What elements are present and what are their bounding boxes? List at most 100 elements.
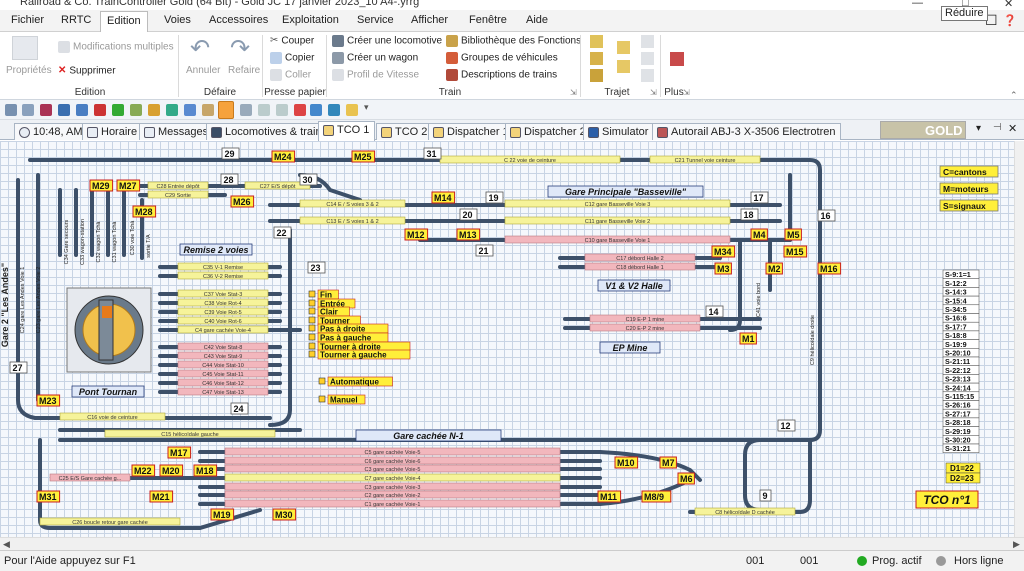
signal-number[interactable]: 17: [750, 191, 769, 204]
tab-autorail[interactable]: Autorail ABJ-3 X-3506 Electrotren: [652, 123, 842, 140]
menu-service[interactable]: Service: [357, 14, 394, 26]
scroll-right-icon[interactable]: ▶: [1013, 539, 1020, 549]
block-pink[interactable]: C2 gare cachée Voie-2: [224, 490, 561, 499]
tab-tco2[interactable]: TCO 2: [376, 123, 434, 140]
turnout-marker[interactable]: M5: [784, 228, 802, 241]
toolbar-icon[interactable]: [276, 104, 288, 116]
block-pink[interactable]: C17 débord Halle 2: [584, 253, 696, 262]
toolbar-icon[interactable]: [240, 104, 252, 116]
turnout-marker[interactable]: M8/9: [641, 490, 672, 503]
turnout-marker[interactable]: M28: [132, 205, 157, 218]
block-pink[interactable]: C46 Voie Stat-12: [177, 378, 269, 387]
copier-button[interactable]: Copier: [270, 52, 314, 64]
block-yellow[interactable]: C12 gare Basseville Voie 3: [504, 199, 731, 208]
tab-locomotives[interactable]: Locomotives & trains: [206, 123, 334, 140]
block-pink[interactable]: C47 Voie Stat-13: [177, 387, 269, 396]
block-yellow[interactable]: C27 E/S dépôt: [244, 181, 311, 190]
block-yellow[interactable]: C38 Voie Rot-4: [177, 298, 269, 307]
scroll-left-icon[interactable]: ◀: [3, 539, 10, 549]
stop-icon[interactable]: [294, 104, 306, 116]
block-pink[interactable]: C25 E/S Gare cachée g...: [49, 473, 131, 482]
block-pink[interactable]: C20 E-P 2 mine: [589, 323, 701, 332]
menu-fichier[interactable]: Fichier: [11, 14, 45, 26]
tab-tco1[interactable]: TCO 1: [318, 121, 376, 141]
menu-accessoires[interactable]: Accessoires: [209, 14, 269, 26]
toolbar-icon[interactable]: [5, 104, 17, 116]
tab-list-icon[interactable]: ▾: [976, 123, 982, 134]
block-pink[interactable]: C19 E-P 1 mine: [589, 314, 701, 323]
tab-messages[interactable]: Messages: [139, 123, 215, 140]
turnout-marker[interactable]: M16: [817, 262, 842, 275]
turntable-command[interactable]: Pas à droite: [308, 323, 389, 334]
turnout-marker[interactable]: M21: [149, 490, 174, 503]
route-icon[interactable]: [617, 41, 630, 54]
vertical-scrollbar[interactable]: [1014, 141, 1024, 537]
block-pink[interactable]: C45 Voie Stat-11: [177, 369, 269, 378]
signal-number[interactable]: 12: [777, 419, 796, 432]
turnout-marker[interactable]: M11: [597, 490, 622, 503]
toolbar-icon[interactable]: [22, 104, 34, 116]
ribbon-options-icon[interactable]: ☐: [985, 12, 998, 28]
dialog-launcher-icon[interactable]: ⇲: [570, 88, 577, 97]
block-pink[interactable]: C5 gare cachée Voie-5: [224, 447, 561, 456]
signal-number[interactable]: 16: [817, 209, 836, 222]
block-yellow[interactable]: C21 Tunnel voie ceinture: [649, 155, 761, 164]
menu-rrtc[interactable]: RRTC: [61, 14, 92, 26]
block-yellow[interactable]: C35 V-1 Remise: [177, 262, 269, 271]
toolbar-icon[interactable]: [184, 104, 196, 116]
menu-voies[interactable]: Voies: [164, 14, 191, 26]
minimize-button[interactable]: —: [912, 0, 923, 9]
turnout-marker[interactable]: M22: [131, 464, 156, 477]
signal-number[interactable]: 30: [299, 173, 318, 186]
signal-number[interactable]: 24: [230, 402, 249, 415]
route-icon[interactable]: [641, 52, 654, 65]
modifs-button[interactable]: Modifications multiples: [58, 41, 174, 53]
tco-layout-canvas[interactable]: C 22 voie de ceinture C21 Tunnel voie cei…: [0, 141, 1014, 537]
turnout-marker[interactable]: M19: [210, 508, 235, 521]
signal-number[interactable]: 28: [220, 173, 239, 186]
turnout-marker[interactable]: M10: [614, 456, 639, 469]
close-button[interactable]: ✕: [1004, 0, 1014, 10]
block-pink[interactable]: C44 Voie Stat-10: [177, 360, 269, 369]
block-pink[interactable]: C6 gare cachée Voie-6: [224, 456, 561, 465]
turnout-marker[interactable]: M27: [116, 179, 141, 192]
tab-dispatcher1[interactable]: Dispatcher 1: [428, 123, 515, 140]
block-pink[interactable]: C3 gare cachée Voie-3: [224, 482, 561, 491]
turnout-marker[interactable]: M14: [431, 191, 456, 204]
turnout-marker[interactable]: M4: [750, 228, 768, 241]
block-yellow[interactable]: C 22 voie de ceinture: [439, 155, 621, 164]
dialog-launcher-icon[interactable]: ⇲: [683, 88, 690, 97]
block-pink[interactable]: C10 gare Basseville Voie 1: [504, 235, 731, 244]
edit-mode-icon[interactable]: [218, 101, 234, 119]
tab-clock[interactable]: 10:48, AM: [14, 123, 89, 140]
toolbar-icon[interactable]: [112, 104, 124, 116]
couper-button[interactable]: ✂Couper: [270, 35, 315, 47]
block-yellow[interactable]: C28 Entrée dépôt: [147, 181, 209, 190]
turntable-command[interactable]: Pas à gauche: [308, 332, 389, 343]
tab-simulator[interactable]: Simulator: [583, 123, 655, 140]
turntable-command[interactable]: Tourner à gauche: [308, 349, 411, 360]
menu-edition[interactable]: Edition: [100, 11, 148, 32]
block-pink[interactable]: C42 Voie Stat-8: [177, 342, 269, 351]
signal-number[interactable]: 20: [459, 208, 478, 221]
signal-number[interactable]: 29: [221, 147, 240, 160]
route-icon[interactable]: [617, 60, 630, 73]
save-icon[interactable]: [58, 104, 70, 116]
block-pink[interactable]: C18 débord Halle 1: [584, 262, 696, 271]
toolbar-icon[interactable]: [130, 104, 142, 116]
function-library-button[interactable]: Bibliothèque des Fonctions: [446, 35, 581, 47]
create-loco-button[interactable]: Créer une locomotive: [332, 35, 442, 47]
turnout-marker[interactable]: M30: [272, 508, 297, 521]
signal-number[interactable]: 19: [485, 191, 504, 204]
route-icon[interactable]: [590, 69, 603, 82]
more-icon[interactable]: [670, 52, 684, 66]
block-pink[interactable]: C1 gare cachée Voie-1: [224, 499, 561, 508]
signal-number[interactable]: 22: [273, 226, 292, 239]
tab-horaire[interactable]: Horaire: [82, 123, 144, 140]
toolbar-icon[interactable]: [166, 104, 178, 116]
signal-number[interactable]: 18: [740, 208, 759, 221]
toolbar-icon[interactable]: [202, 104, 214, 116]
collapse-ribbon-icon[interactable]: ⌃: [1010, 90, 1018, 100]
turnout-marker[interactable]: M25: [351, 150, 376, 163]
turntable-command[interactable]: Manuel: [318, 394, 366, 405]
